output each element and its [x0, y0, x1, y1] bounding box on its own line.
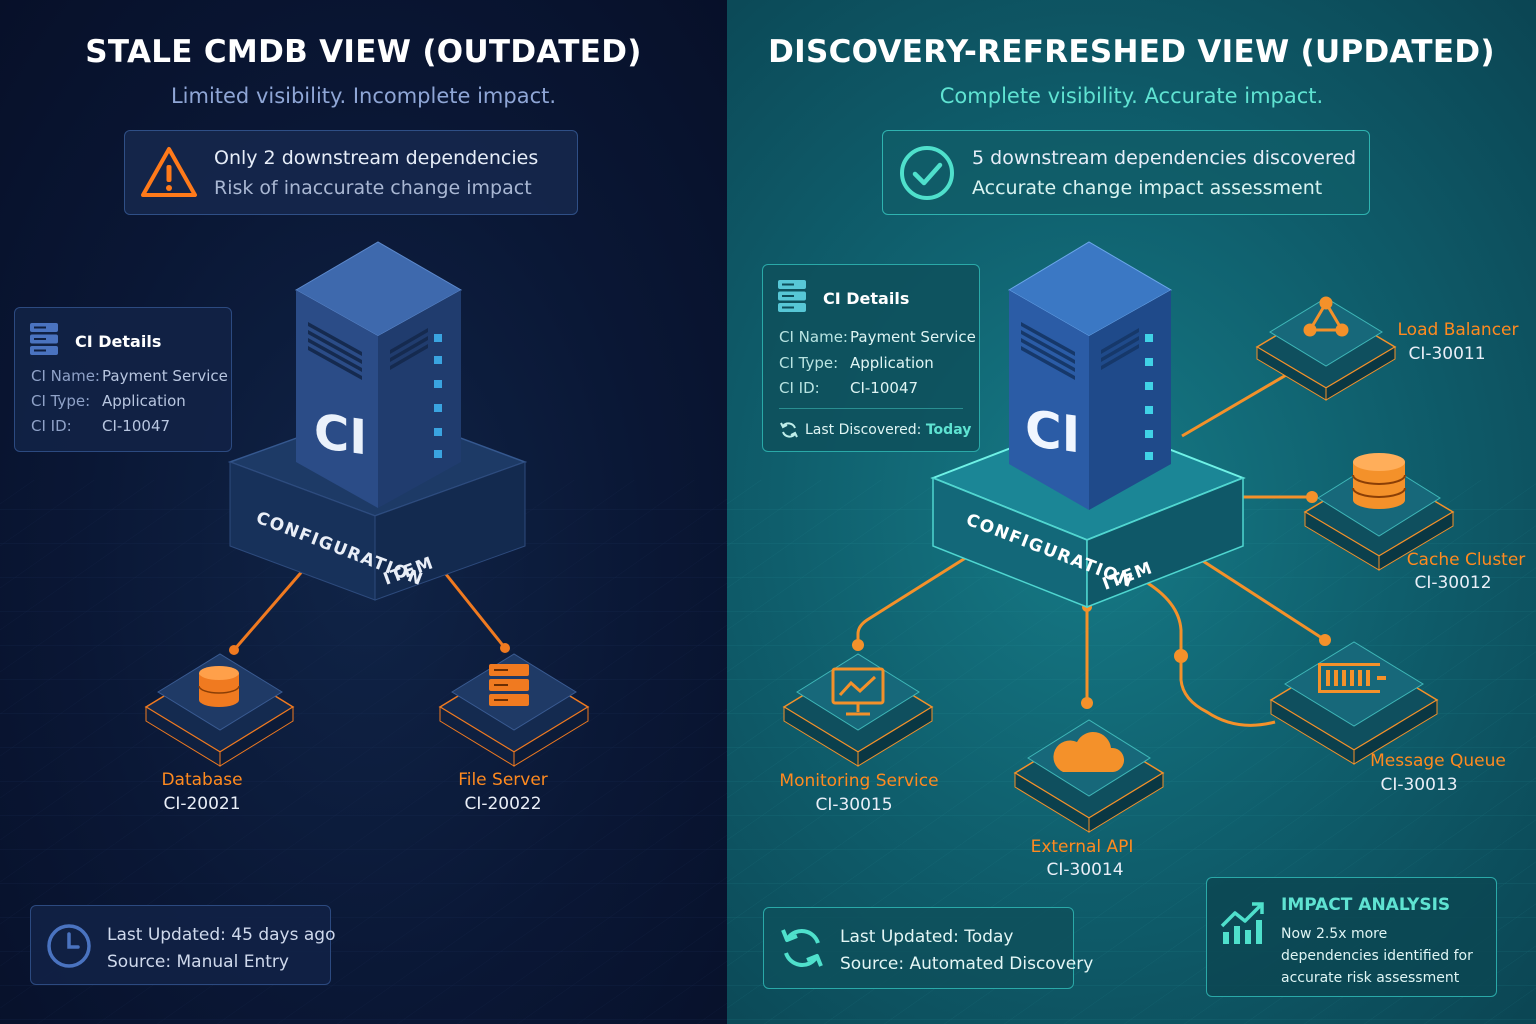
ci-type-key: CI Type:: [31, 392, 91, 410]
page-subtitle: Complete visibility. Accurate impact.: [939, 84, 1324, 108]
ci-type-row: CI Type: Application: [779, 354, 934, 372]
ci-name-key: CI Name:: [779, 328, 848, 346]
database-label: Database: [161, 770, 243, 790]
database-id: CI-20021: [163, 794, 241, 814]
source-text: Source: Manual Entry: [107, 952, 289, 972]
file-server-id: CI-20022: [464, 794, 542, 814]
ci-name-row: CI Name:Payment Service: [779, 328, 976, 346]
database-node: [144, 653, 295, 767]
cache-cluster-node: [1303, 453, 1455, 571]
refreshed-view-panel: DISCOVERY-REFRESHED VIEW (UPDATED) Compl…: [727, 0, 1536, 1024]
file-server-icon: [489, 664, 529, 706]
ci-card-header: CI Details: [75, 332, 162, 351]
page-title: DISCOVERY-REFRESHED VIEW (UPDATED): [768, 34, 1495, 70]
ci-name-value: Payment Service: [102, 367, 228, 385]
impact-analysis-box: IMPACT ANALYSIS Now 2.5x more dependenci…: [1206, 877, 1497, 997]
status-line-2: Risk of inaccurate change impact: [214, 177, 532, 199]
status-line-1: Only 2 downstream dependencies: [214, 147, 539, 169]
dependency-diagram: CONFIGURATION ITEM: [144, 241, 590, 767]
load-balancer-icon: [1303, 296, 1349, 337]
server-stack-icon: [778, 280, 806, 312]
last-discovered-label: Last Discovered:: [805, 422, 922, 438]
message-queue-icon: [1318, 663, 1386, 693]
ci-id-value: CI-10047: [102, 417, 171, 435]
last-updated-text: Last Updated: 45 days ago: [107, 925, 336, 945]
message-queue-id: CI-30013: [1380, 775, 1458, 795]
monitoring-service-node: [782, 653, 934, 767]
ci-face-text: CI: [314, 403, 367, 466]
cache-cluster-icon: [1352, 453, 1406, 509]
message-queue-node: [1269, 641, 1439, 765]
status-line-2: Accurate change impact assessment: [972, 177, 1323, 199]
monitor-icon: [831, 667, 885, 716]
ci-face-text: CI: [1025, 398, 1080, 464]
load-balancer-node: [1255, 296, 1397, 401]
ci-name-key: CI Name:: [31, 367, 100, 385]
trend-up-icon: [1220, 902, 1264, 944]
last-updated-box: Last Updated: Today Source: Automated Di…: [763, 907, 1093, 989]
stale-view-panel: STALE CMDB VIEW (OUTDATED) Limited visib…: [0, 0, 727, 1024]
cache-cluster-label: Cache Cluster: [1406, 550, 1526, 570]
impact-text: Now 2.5x more dependencies identified fo…: [1281, 926, 1473, 986]
check-circle-icon: [900, 146, 954, 200]
monitoring-service-id: CI-30015: [815, 795, 893, 815]
load-balancer-id: CI-30011: [1408, 344, 1486, 364]
last-updated-box: Last Updated: 45 days ago Source: Manual…: [30, 905, 335, 985]
ci-id-row: CI ID: CI-10047: [779, 379, 918, 397]
file-server-label: File Server: [458, 770, 548, 790]
last-updated-text: Last Updated: Today: [840, 927, 1014, 947]
monitoring-service-label: Monitoring Service: [779, 771, 939, 791]
message-queue-label: Message Queue: [1370, 751, 1506, 771]
card-divider: [779, 408, 963, 409]
last-discovered-value: Today: [925, 422, 972, 438]
file-server-node: [438, 653, 590, 767]
refresh-icon: [780, 422, 798, 438]
clock-icon: [47, 924, 91, 968]
cloud-icon: [1053, 732, 1125, 772]
ci-type-row: CI Type: Application: [31, 392, 186, 410]
ci-id-row: CI ID: CI-10047: [31, 417, 170, 435]
status-box: 5 downstream dependencies discovered Acc…: [882, 130, 1370, 215]
ci-type-key: CI Type:: [779, 354, 839, 372]
ci-type-value: Application: [850, 354, 934, 372]
ci-card-header: CI Details: [823, 289, 910, 308]
status-box: Only 2 downstream dependencies Risk of i…: [124, 130, 578, 215]
ci-id-key: CI ID:: [31, 417, 72, 435]
ci-name-row: CI Name:Payment Service: [31, 367, 228, 385]
last-discovered-row: Last Discovered: Today: [779, 420, 971, 440]
ci-details-card: CI Details CI Name:Payment Service CI Ty…: [14, 307, 232, 452]
ci-server-tower: CI: [294, 241, 463, 508]
external-api-node: [1013, 719, 1165, 833]
ci-details-card: CI Details CI Name:Payment Service CI Ty…: [762, 264, 980, 452]
status-line-1: 5 downstream dependencies discovered: [972, 147, 1357, 169]
refresh-icon: [781, 929, 823, 967]
ci-id-value: CI-10047: [850, 379, 919, 397]
ci-id-key: CI ID:: [779, 379, 820, 397]
warning-icon: [141, 147, 197, 197]
ci-type-value: Application: [102, 392, 186, 410]
external-api-id: CI-30014: [1046, 860, 1124, 880]
connector-lines: [856, 369, 1326, 727]
ci-server-tower: CI: [1008, 241, 1173, 510]
server-stack-icon: [30, 323, 58, 355]
impact-title: IMPACT ANALYSIS: [1281, 895, 1451, 915]
page-title: STALE CMDB VIEW (OUTDATED): [85, 34, 642, 70]
cache-cluster-id: CI-30012: [1414, 573, 1492, 593]
dependency-diagram: CONFIGURATION ITEM: [782, 241, 1455, 833]
load-balancer-label: Load Balancer: [1397, 320, 1519, 340]
source-text: Source: Automated Discovery: [840, 954, 1094, 974]
external-api-label: External API: [1030, 837, 1134, 857]
database-icon: [198, 666, 240, 707]
page-subtitle: Limited visibility. Incomplete impact.: [170, 84, 557, 108]
ci-name-value: Payment Service: [850, 328, 976, 346]
